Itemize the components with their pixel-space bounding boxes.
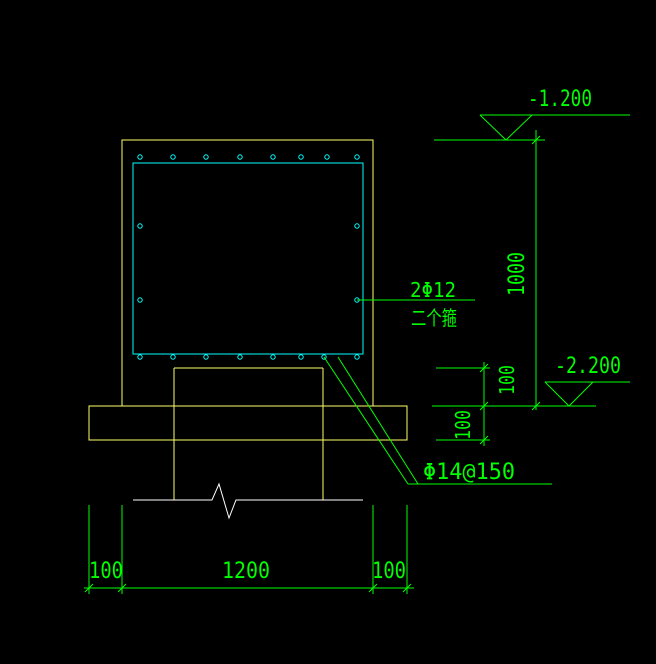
rebar-bars	[137, 154, 360, 360]
base-slab-outline	[88, 405, 408, 441]
dim-height-total-label: 1000	[505, 252, 530, 296]
rebar-dot	[354, 354, 360, 360]
rebar-dot	[270, 354, 276, 360]
elevation-triangle-icon	[544, 381, 594, 407]
rebar-dot	[203, 354, 209, 360]
rebar-dot	[170, 354, 176, 360]
rebar-dot	[321, 354, 327, 360]
dim-height-upper-label: 100	[495, 365, 519, 395]
bottom-bar-leader-2	[337, 356, 419, 485]
rebar-dot	[354, 223, 360, 229]
break-line-icon	[133, 482, 363, 520]
elevation-bottom-label: -2.200	[555, 354, 621, 379]
elevation-top-label: -1.200	[528, 87, 592, 112]
stirrup-outline	[132, 162, 364, 355]
rebar-dot	[298, 154, 304, 160]
dim-tick	[117, 583, 127, 593]
side-bar-count-label: 2Φ12	[410, 278, 456, 302]
rebar-dot	[137, 154, 143, 160]
rebar-dot	[137, 354, 143, 360]
labels: -1.200 -2.200 1000 100 100 2Φ12 二个箍 Φ14@…	[89, 87, 621, 584]
dim-width-main-label: 1200	[222, 559, 270, 584]
dim-tick	[479, 401, 489, 411]
rebar-dot	[203, 154, 209, 160]
bottom-bar-leader-1	[323, 356, 409, 485]
dim-tick	[368, 583, 378, 593]
rebar-dot	[137, 223, 143, 229]
concrete-outline	[88, 139, 408, 500]
rebar-dot	[354, 154, 360, 160]
dim-tick	[531, 401, 541, 411]
bottom-bar-label: Φ14@150	[423, 460, 515, 485]
dimension-lines	[84, 114, 630, 594]
dim-tick	[479, 435, 489, 445]
rebar-stirrup	[132, 162, 364, 355]
elevation-triangle-icon	[479, 114, 533, 141]
upper-beam-outline	[121, 139, 374, 407]
side-bar-note-label: 二个箍	[411, 306, 457, 330]
rebar-dot	[324, 154, 330, 160]
rebar-dot	[137, 297, 143, 303]
dim-tick	[531, 135, 541, 145]
dim-tick	[479, 363, 489, 373]
rebar-dot	[298, 354, 304, 360]
rebar-dot	[170, 154, 176, 160]
rebar-dot	[237, 354, 243, 360]
dim-tick	[84, 583, 94, 593]
dim-width-left-label: 100	[89, 559, 123, 584]
dim-height-lower-label: 100	[451, 410, 475, 440]
dim-tick	[402, 583, 412, 593]
rebar-dot	[237, 154, 243, 160]
rebar-dot	[270, 154, 276, 160]
dim-width-right-label: 100	[372, 559, 406, 584]
